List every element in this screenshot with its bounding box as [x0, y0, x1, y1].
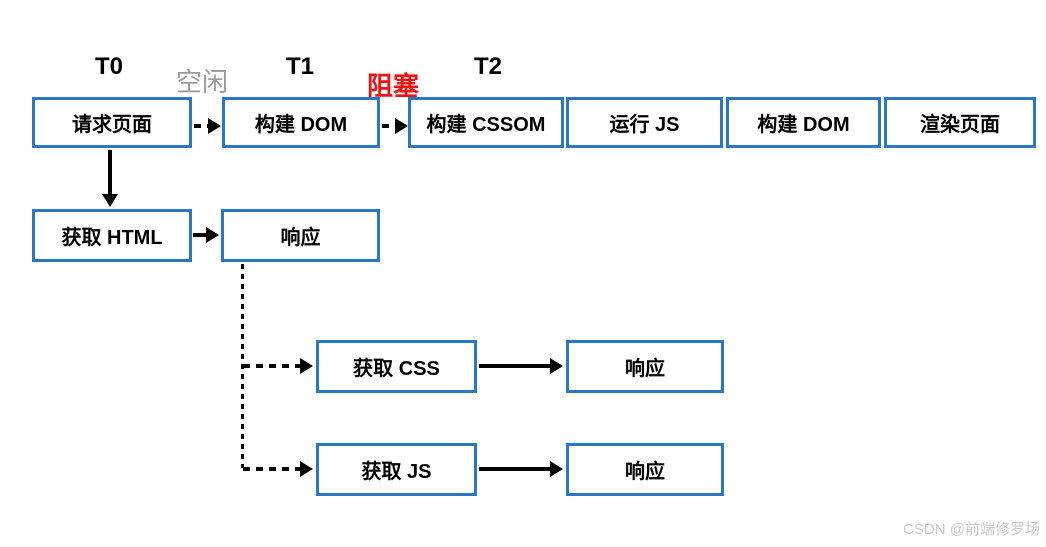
arrowhead-right-icon — [300, 358, 313, 374]
node-build-dom-2: 构建 DOM — [726, 97, 881, 148]
dashed-connector-request-to-dom — [194, 124, 209, 128]
arrowhead-down-icon — [102, 194, 118, 207]
node-build-dom-1: 构建 DOM — [222, 97, 380, 148]
arrowhead-right-icon — [208, 118, 221, 134]
label-idle: 空闲 — [176, 67, 229, 97]
connector-fetch-html-to-response — [193, 233, 207, 237]
node-fetch-js: 获取 JS — [316, 443, 477, 496]
label-blocked: 阻塞 — [367, 71, 420, 101]
dashed-connector-dom-to-cssom — [382, 124, 396, 128]
connector-fetch-css-to-response — [479, 364, 551, 368]
arrowhead-right-icon — [300, 461, 313, 477]
arrowhead-right-icon — [550, 358, 563, 374]
node-run-js: 运行 JS — [566, 97, 723, 148]
csdn-watermark: CSDN @前端修罗场 — [903, 521, 1040, 538]
node-response-js: 响应 — [566, 443, 724, 496]
node-build-cssom: 构建 CSSOM — [408, 97, 564, 148]
label-t1: T1 — [286, 53, 315, 80]
arrowhead-right-icon — [395, 118, 408, 134]
connector-fetch-js-to-response — [479, 467, 551, 471]
arrowhead-right-icon — [550, 461, 563, 477]
node-render-page: 渲染页面 — [884, 97, 1036, 148]
node-fetch-html: 获取 HTML — [32, 209, 192, 262]
label-t2: T2 — [474, 53, 503, 80]
node-response-html: 响应 — [221, 209, 380, 262]
arrowhead-right-icon — [206, 227, 219, 243]
connector-request-to-fetch-html — [108, 150, 112, 195]
node-fetch-css: 获取 CSS — [316, 340, 477, 393]
node-response-css: 响应 — [566, 340, 724, 393]
dashed-connector-to-fetch-js — [243, 467, 301, 471]
dashed-connector-to-fetch-css — [243, 364, 301, 368]
dotted-branch-line — [241, 264, 244, 468]
label-t0: T0 — [95, 53, 124, 80]
node-request-page: 请求页面 — [32, 97, 192, 148]
